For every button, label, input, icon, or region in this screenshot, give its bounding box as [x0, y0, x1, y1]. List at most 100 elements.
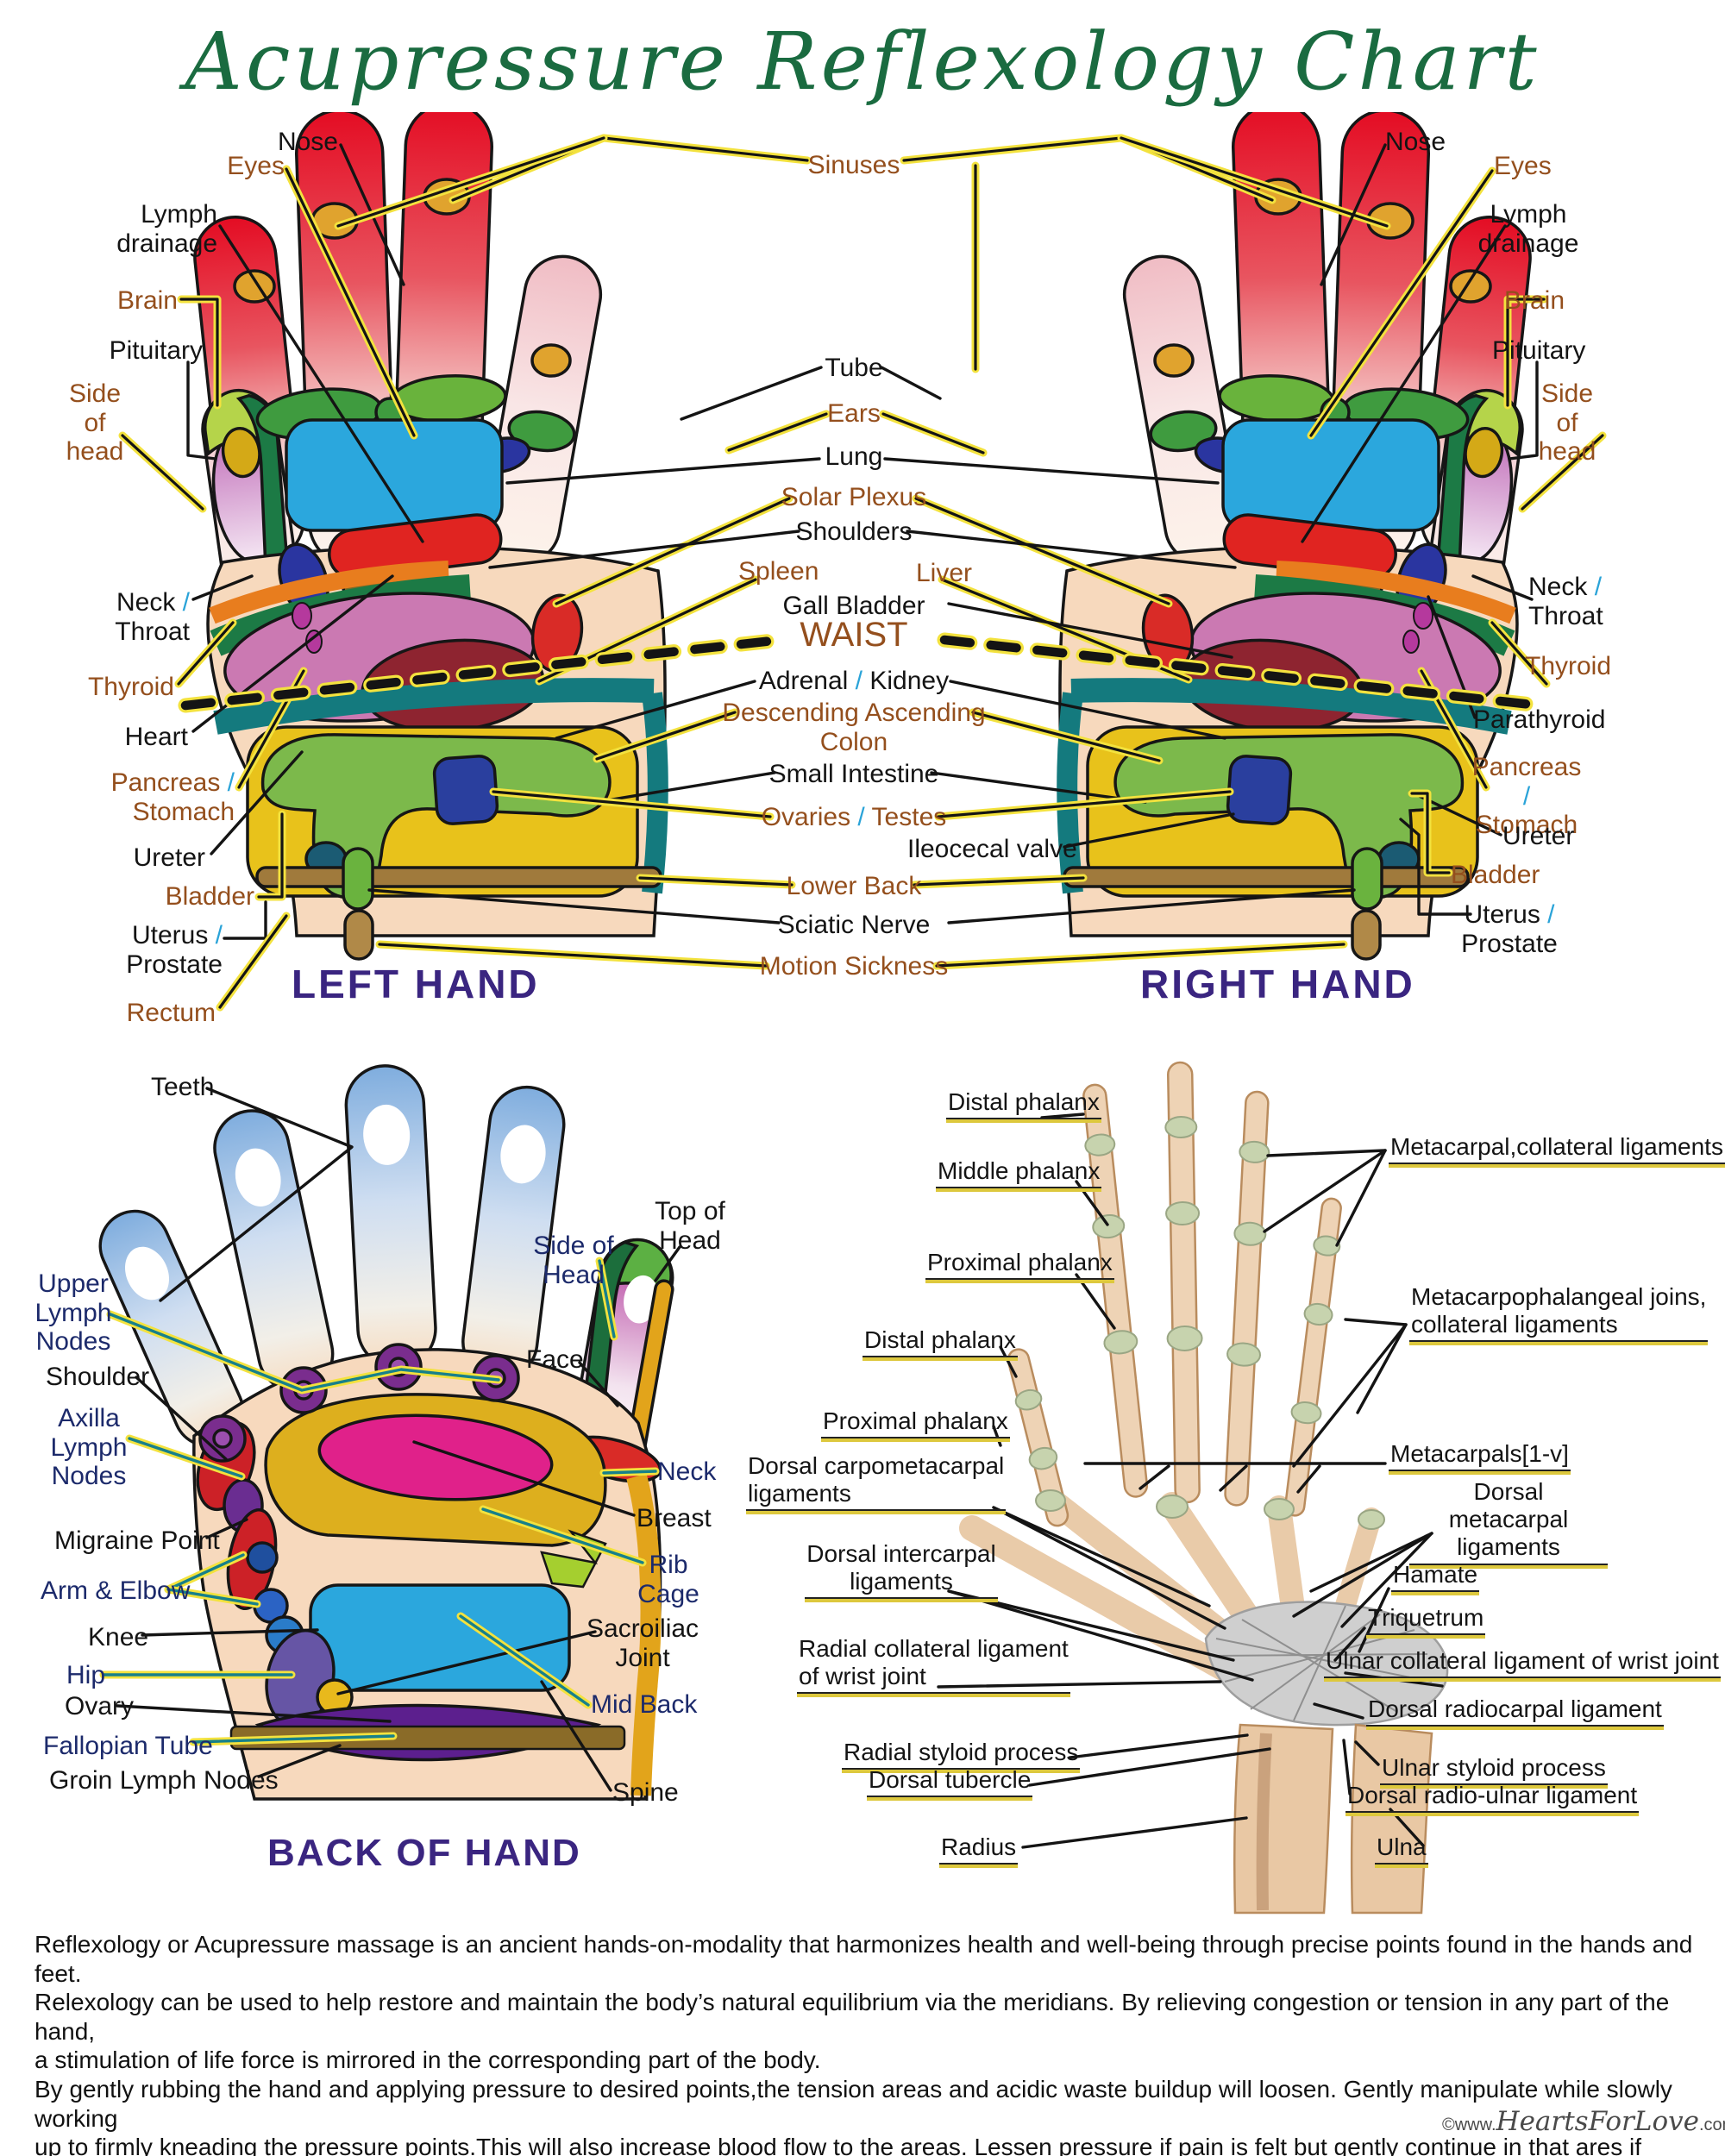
leader-lines [99, 1087, 1444, 1849]
zone-pituitary [221, 426, 261, 479]
label-right-pancreas-stomach: Pancreas / Stomach [1471, 753, 1582, 840]
label-ovaries-testes: Ovaries / Testes [761, 803, 947, 831]
leader-line [1410, 792, 1451, 874]
caption-left-hand: LEFT HAND [292, 962, 540, 1006]
leader-line [1068, 1733, 1249, 1759]
credit-watermark: ©www.HeartsForLove.com [1442, 2106, 1725, 2137]
label-right-bladder: Bladder [1451, 861, 1540, 889]
label-lung: Lung [825, 442, 883, 471]
leader-line [1356, 1323, 1408, 1414]
label-tube: Tube [825, 354, 883, 382]
label-right-uterus-prostate: Uterus / Prostate [1461, 900, 1558, 958]
nail [500, 1125, 546, 1184]
label-right-brain: Brain [1504, 286, 1565, 315]
caption-back-of-hand: BACK OF HAND [267, 1832, 581, 1874]
leader-line [555, 680, 756, 740]
leader-line [177, 621, 235, 686]
leader-line [481, 1507, 644, 1564]
label-proximal-phalanx-2: Proximal phalanx [821, 1407, 1010, 1439]
leader-line [218, 914, 288, 1009]
finger [213, 1109, 335, 1393]
label-right-eyes: Eyes [1494, 152, 1552, 180]
label-adrenal-kidney: Adrenal / Kidney [758, 667, 950, 695]
leader-line [367, 888, 781, 924]
leader-line [1358, 1587, 1390, 1653]
label-small-intestine: Small Intestine [768, 760, 939, 788]
label-dorsal-metacarpal: Dorsal metacarpal ligaments [1409, 1478, 1608, 1565]
leader-line [505, 457, 821, 485]
leader-line [1471, 574, 1534, 601]
leader-line [135, 1376, 228, 1461]
leader-line [1219, 1464, 1248, 1492]
label-distal-phalanx-1: Distal phalanx [946, 1088, 1101, 1120]
leader-line [488, 530, 800, 569]
leader-line [205, 1518, 248, 1539]
ligament-striations [1214, 1605, 1433, 1721]
label-right-neck-throat: Neck / Throat [1528, 573, 1603, 630]
label-left-thyroid: Thyroid [87, 673, 174, 701]
leader-line [1344, 1318, 1408, 1326]
label-dorsal-radio-ulnar: Dorsal radio-ulnar ligament [1346, 1782, 1640, 1814]
leader-line [336, 136, 605, 228]
label-dorsal-tubercle: Dorsal tubercle [867, 1766, 1033, 1798]
leader-line [109, 1313, 500, 1392]
label-left-pituitary: Pituitary [109, 336, 203, 365]
leader-line [459, 1614, 590, 1707]
footer-paragraph: Reflexology or Acupressure massage is an… [34, 1931, 1693, 2156]
leader-line [1521, 434, 1604, 511]
leader-line [1075, 1180, 1109, 1226]
leader-line [1296, 1464, 1321, 1494]
leader-line [257, 1744, 342, 1778]
leader-line [947, 602, 1233, 659]
leader-line [412, 1440, 636, 1517]
zone-lung [285, 418, 504, 532]
label-gall-bladder: Gall Bladder [782, 592, 925, 620]
label-right-pituitary: Pituitary [1492, 336, 1586, 365]
back-hand-and-skeleton-illustration [98, 1061, 1449, 1915]
label-shoulder: Shoulder [46, 1363, 150, 1391]
label-metacarpals: Metacarpals[1-v] [1389, 1440, 1571, 1472]
label-left-lymph-drainage: Lymph drainage [116, 200, 217, 258]
label-knee: Knee [88, 1623, 149, 1651]
zone-breast [317, 1413, 554, 1501]
leader-line [949, 680, 1226, 740]
label-rib-cage: Rib Cage [637, 1551, 699, 1608]
label-distal-phalanx-2: Distal phalanx [862, 1326, 1018, 1358]
label-left-neck-throat: Neck / Throat [115, 588, 190, 646]
label-axilla-lymph-nodes: Axilla Lymph Nodes [50, 1404, 128, 1491]
label-proximal-phalanx-1: Proximal phalanx [925, 1249, 1114, 1281]
leader-line [492, 790, 772, 818]
zone-sciatic [342, 847, 374, 911]
leader-line [971, 711, 1161, 762]
leader-line [285, 167, 416, 437]
nail [125, 1246, 170, 1300]
label-left-eyes: Eyes [227, 152, 285, 180]
label-right-ureter: Ureter [1502, 822, 1575, 850]
ulna-bone [1350, 1723, 1433, 1915]
label-right-nose: Nose [1385, 128, 1446, 156]
label-left-brain: Brain [116, 286, 178, 315]
label-spine: Spine [612, 1778, 679, 1807]
leader-line [992, 1425, 1002, 1447]
label-upper-lymph-nodes: Upper Lymph Nodes [34, 1269, 112, 1357]
zone-mid-back [309, 1583, 571, 1692]
leader-line [947, 888, 1356, 924]
leader-line [638, 876, 794, 887]
leader-line [914, 497, 1170, 605]
label-sacroiliac-joint: Sacroiliac Joint [586, 1614, 699, 1672]
label-fallopian-tube: Fallopian Tube [43, 1732, 213, 1760]
leader-line [906, 530, 1237, 569]
carpal-ligaments [1204, 1601, 1449, 1727]
leader-line [1301, 224, 1507, 543]
credit-name: HeartsForLove [1496, 2106, 1699, 2137]
label-ulnar-collateral: Ulnar collateral ligament of wrist joint [1324, 1647, 1721, 1679]
leader-line [1506, 298, 1546, 407]
sinus-point [233, 269, 276, 304]
label-hip: Hip [66, 1661, 106, 1689]
label-shoulders: Shoulders [795, 517, 913, 546]
zone-dot [507, 410, 576, 453]
skeleton-shape [959, 1061, 1449, 1915]
leader-line [935, 943, 1346, 968]
leader-line [1320, 143, 1387, 286]
leader-line [1309, 169, 1494, 437]
